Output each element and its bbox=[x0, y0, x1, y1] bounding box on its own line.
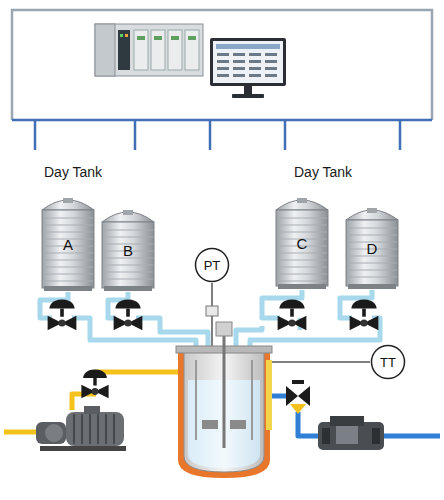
tank-letter: B bbox=[123, 242, 133, 259]
tank-letter: D bbox=[367, 240, 378, 257]
day-tank: A bbox=[40, 196, 96, 292]
day-tank: C bbox=[274, 196, 330, 290]
instrument-tag: PT bbox=[204, 258, 221, 273]
instrument-circle: TT bbox=[370, 344, 406, 380]
instrument-circle: PT bbox=[194, 247, 230, 283]
day-tank: B bbox=[100, 208, 156, 292]
group-label: Day Tank bbox=[292, 164, 354, 180]
group-label: Day Tank bbox=[42, 164, 104, 180]
day-tank: D bbox=[344, 206, 400, 290]
tank-letter: A bbox=[63, 236, 73, 253]
instrument-tag: TT bbox=[380, 355, 396, 370]
tank-letter: C bbox=[297, 235, 308, 252]
